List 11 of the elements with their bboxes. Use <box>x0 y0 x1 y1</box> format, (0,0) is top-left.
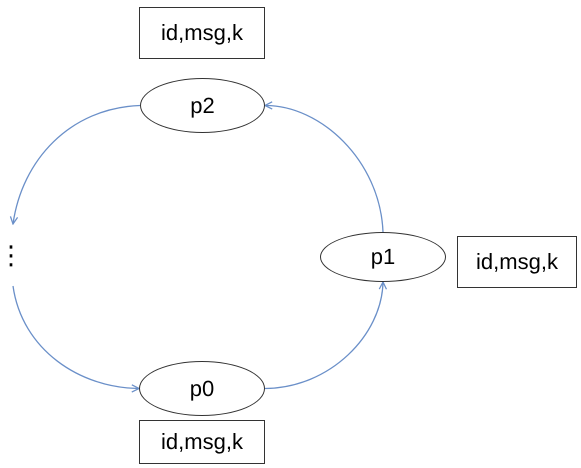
process-ellipse: p0 <box>139 361 265 416</box>
arrow <box>10 104 140 225</box>
label-box: id,msg,k <box>457 236 577 288</box>
arrow <box>12 286 140 392</box>
arrow <box>264 102 384 232</box>
process-ellipse: p2 <box>140 78 265 133</box>
process-ellipse: p1 <box>320 232 446 282</box>
arrow <box>264 281 387 390</box>
ellipsis-mark: ⋮ <box>2 226 20 284</box>
label-box: id,msg,k <box>139 7 265 59</box>
label-box: id,msg,k <box>139 420 265 464</box>
